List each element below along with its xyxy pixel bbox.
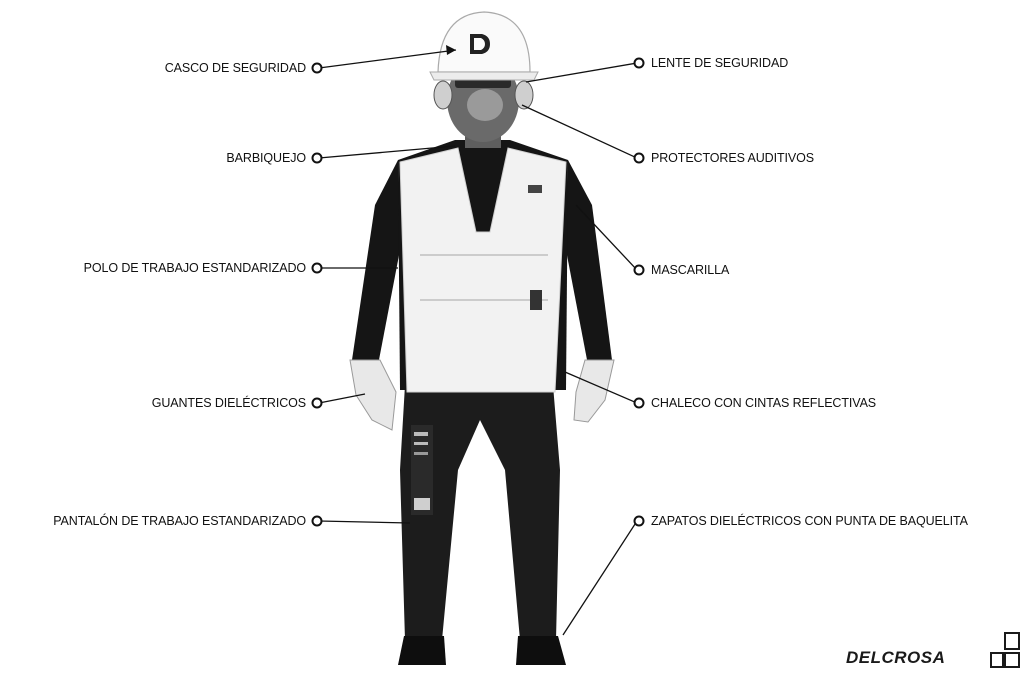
brand-box-icon [1004, 652, 1020, 668]
label-casco: CASCO DE SEGURIDAD [165, 61, 306, 75]
label-polo: POLO DE TRABAJO ESTANDARIZADO [84, 261, 306, 275]
label-barbiquejo: BARBIQUEJO [226, 151, 306, 165]
label-chaleco: CHALECO CON CINTAS REFLECTIVAS [651, 396, 876, 410]
label-zapatos: ZAPATOS DIELÉCTRICOS CON PUNTA DE BAQUEL… [651, 514, 968, 528]
label-mascarilla: MASCARILLA [651, 263, 729, 277]
label-pantalon: PANTALÓN DE TRABAJO ESTANDARIZADO [53, 514, 306, 528]
label-lente: LENTE DE SEGURIDAD [651, 56, 788, 70]
label-protectores: PROTECTORES AUDITIVOS [651, 151, 814, 165]
brand-box-icon [990, 652, 1004, 668]
brand-box-icon [1004, 632, 1020, 650]
label-guantes: GUANTES DIELÉCTRICOS [152, 396, 306, 410]
brand-logo: DELCROSA [846, 648, 945, 668]
pants [400, 385, 560, 640]
shoes [398, 636, 566, 665]
